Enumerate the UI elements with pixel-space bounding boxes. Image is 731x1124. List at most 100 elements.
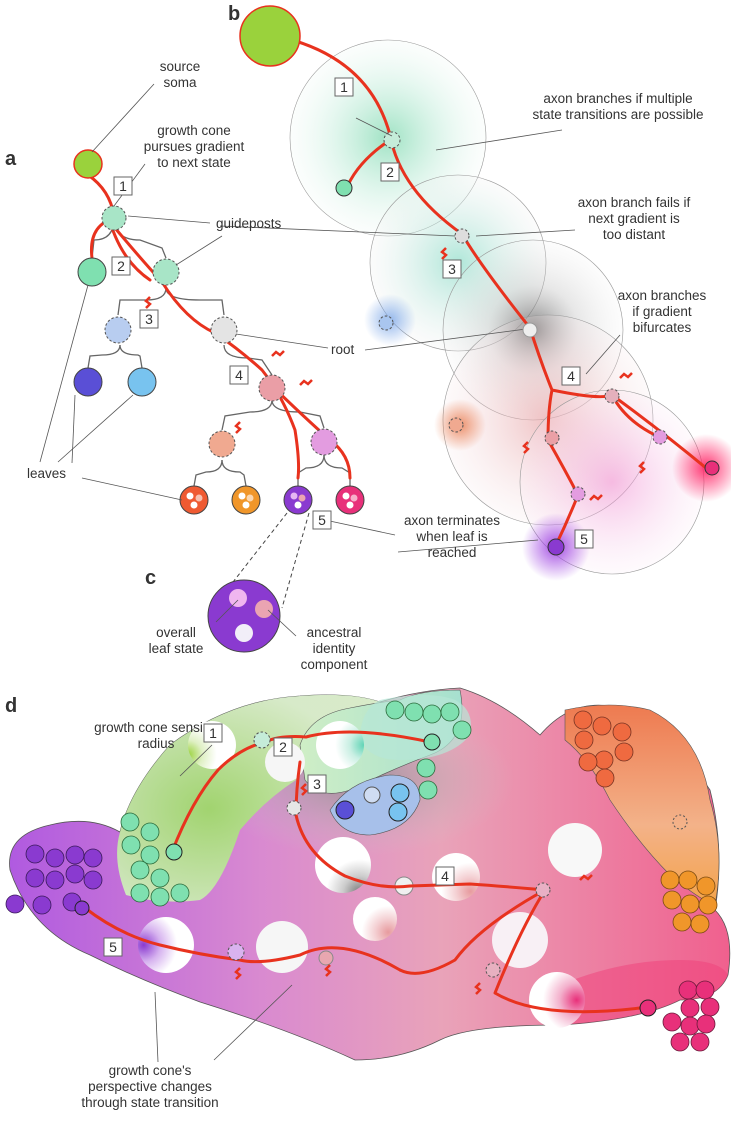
label-root: root — [331, 342, 355, 357]
svg-text:component: component — [301, 657, 368, 672]
panel-b-nodes — [239, 5, 720, 556]
step-box-5-a: 5 — [312, 510, 332, 530]
svg-text:4: 4 — [235, 367, 243, 383]
step-box-2-b: 2 — [380, 162, 400, 182]
label-perspective-changes: growth cone's perspective changes throug… — [81, 1063, 218, 1110]
svg-text:ancestral: ancestral — [307, 625, 362, 640]
source-soma-b — [239, 5, 301, 67]
step-box-3-d: 3 — [307, 774, 327, 794]
svg-text:identity: identity — [313, 641, 356, 656]
svg-text:when leaf is: when leaf is — [415, 529, 488, 544]
label-guideposts: guideposts — [216, 216, 282, 231]
step-box-1-d: 1 — [203, 723, 223, 743]
leaf-node — [127, 367, 157, 397]
svg-text:growth cone sensing: growth cone sensing — [94, 720, 218, 735]
step-box-4-d: 4 — [435, 866, 455, 886]
panel-label-b: b — [228, 3, 240, 25]
label-leaves: leaves — [27, 466, 66, 481]
blue-cluster — [335, 783, 410, 822]
purple-cluster — [5, 844, 103, 915]
teal-cluster — [385, 700, 472, 800]
panel-a-nodes — [73, 149, 365, 515]
step-box-3-a: 3 — [139, 309, 159, 329]
label-axon-terminates: axon terminates when leaf is reached — [404, 513, 500, 560]
svg-text:1: 1 — [209, 725, 217, 741]
svg-text:soma: soma — [163, 75, 197, 90]
svg-text:1: 1 — [340, 79, 348, 95]
leaf-enlarged — [207, 579, 281, 653]
leaf-node-magenta — [335, 485, 365, 515]
panel-b-leaders — [355, 117, 621, 553]
guidepost-node — [208, 430, 236, 458]
step-box-3-b: 3 — [442, 259, 462, 279]
step-box-5-d: 5 — [103, 937, 123, 957]
panel-d-leaders — [154, 744, 293, 1063]
svg-text:if gradient: if gradient — [632, 304, 692, 319]
green-cluster — [120, 812, 190, 907]
guidepost-node — [258, 374, 286, 402]
step-box-5-b: 5 — [574, 529, 594, 549]
svg-text:4: 4 — [441, 868, 449, 884]
panel-label-c: c — [145, 567, 156, 589]
svg-text:1: 1 — [119, 178, 127, 194]
source-soma-node — [73, 149, 103, 179]
label-axon-branches-multiple: axon branches if multiple state transiti… — [532, 91, 703, 122]
svg-text:to next state: to next state — [157, 155, 231, 170]
svg-text:axon branch fails if: axon branch fails if — [578, 195, 691, 210]
svg-text:too distant: too distant — [603, 227, 666, 242]
svg-text:perspective changes: perspective changes — [88, 1079, 212, 1094]
panel-d-guideposts — [74, 731, 688, 1017]
label-source-soma: source soma — [160, 59, 201, 90]
label-axon-branch-fails: axon branch fails if next gradient is to… — [578, 195, 691, 242]
svg-text:overall: overall — [156, 625, 196, 640]
svg-text:state transitions are possible: state transitions are possible — [532, 107, 703, 122]
svg-text:5: 5 — [109, 939, 117, 955]
panel-label-a: a — [5, 148, 17, 170]
step-box-4-a: 4 — [229, 365, 249, 385]
step-box-1-b: 1 — [334, 77, 354, 97]
panel-d-axon — [83, 730, 642, 1014]
svg-text:2: 2 — [117, 258, 125, 274]
svg-text:axon branches: axon branches — [618, 288, 707, 303]
panel-c-leaf-detail — [207, 512, 310, 653]
svg-text:pursues gradient: pursues gradient — [144, 139, 245, 154]
label-overall-leaf-state: overall leaf state — [149, 625, 204, 656]
step-box-1-a: 1 — [113, 176, 133, 196]
guidepost-node — [101, 205, 127, 231]
leaf-node — [77, 257, 107, 287]
label-growth-cone-pursues: growth cone pursues gradient to next sta… — [144, 123, 245, 170]
label-growth-cone-sensing: growth cone sensing radius — [94, 720, 218, 751]
orange-cluster — [573, 710, 634, 788]
svg-text:5: 5 — [580, 531, 588, 547]
svg-text:axon branches if multiple: axon branches if multiple — [543, 91, 692, 106]
step-box-2-d: 2 — [273, 737, 293, 757]
root-node — [210, 316, 238, 344]
svg-text:axon terminates: axon terminates — [404, 513, 500, 528]
svg-text:next gradient is: next gradient is — [588, 211, 680, 226]
panel-a-leaders — [39, 83, 527, 536]
guidepost-node — [104, 316, 132, 344]
svg-text:bifurcates: bifurcates — [633, 320, 692, 335]
svg-text:growth cone's: growth cone's — [109, 1063, 192, 1078]
svg-text:2: 2 — [386, 164, 394, 180]
magenta-cluster — [662, 980, 720, 1052]
svg-text:growth cone: growth cone — [157, 123, 231, 138]
panel-d-clusters — [5, 700, 720, 1052]
panel-label-d: d — [5, 695, 17, 717]
leaf-node-purple — [283, 485, 313, 515]
svg-text:5: 5 — [318, 512, 326, 528]
leaf-node-orange-red — [179, 485, 209, 515]
svg-text:radius: radius — [138, 736, 175, 751]
svg-text:3: 3 — [145, 311, 153, 327]
guidepost-node — [310, 428, 338, 456]
step-box-4-b: 4 — [561, 366, 581, 386]
svg-text:source: source — [160, 59, 201, 74]
svg-text:3: 3 — [448, 261, 456, 277]
svg-text:2: 2 — [279, 739, 287, 755]
step-box-2-a: 2 — [111, 256, 131, 276]
label-ancestral-identity: ancestral identity component — [301, 625, 368, 672]
svg-text:reached: reached — [428, 545, 477, 560]
leaf-node — [73, 367, 103, 397]
svg-text:3: 3 — [313, 776, 321, 792]
